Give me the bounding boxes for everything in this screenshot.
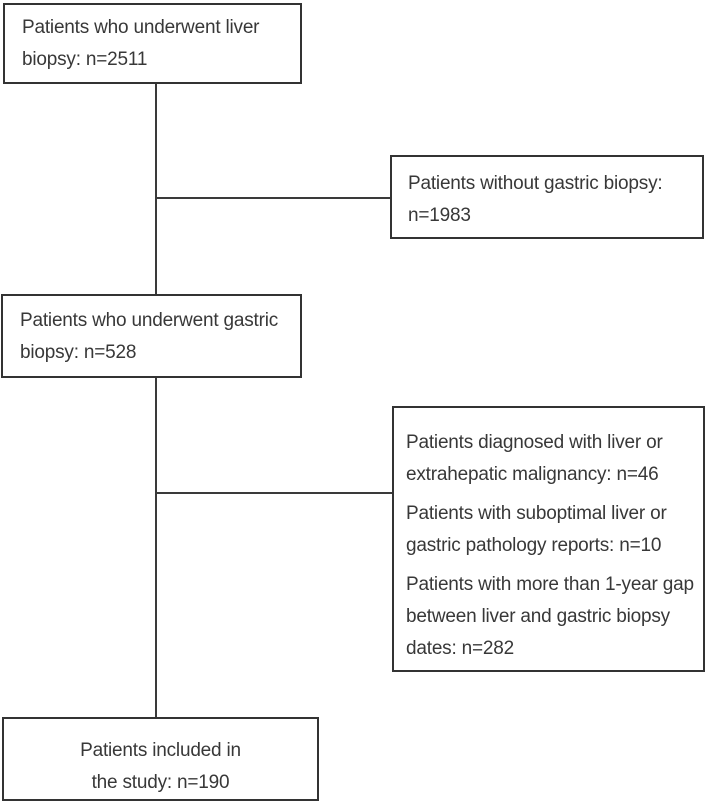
exclusion-one-year-gap-line-3: dates: n=282: [406, 638, 515, 659]
node-included-line-2: the study: n=190: [91, 772, 230, 793]
node-included-line-1: Patients included in: [80, 740, 241, 761]
node-gastric-biopsy-line-2: biopsy: n=528: [20, 342, 137, 363]
connector-branch-no-gastric-biopsy: [155, 197, 390, 199]
exclusion-one-year-gap-line-1: Patients with more than 1-year gap: [406, 574, 694, 595]
node-gastric-biopsy-line-1: Patients who underwent gastric: [20, 310, 279, 331]
node-liver-biopsy-line-2: biopsy: n=2511: [22, 49, 148, 70]
node-gastric-biopsy: Patients who underwent gastric biopsy: n…: [1, 294, 302, 378]
exclusion-one-year-gap-line-2: between liver and gastric biopsy: [406, 606, 670, 627]
exclusion-malignancy-line-1: Patients diagnosed with liver or: [406, 432, 663, 453]
exclusion-suboptimal-reports: Patients with suboptimal liver or gastri…: [406, 498, 703, 562]
node-no-gastric-biopsy: Patients without gastric biopsy: n=1983: [390, 155, 704, 239]
node-exclusions: Patients diagnosed with liver or extrahe…: [392, 406, 705, 672]
exclusion-malignancy: Patients diagnosed with liver or extrahe…: [406, 427, 703, 491]
exclusion-suboptimal-reports-line-1: Patients with suboptimal liver or: [406, 503, 667, 524]
node-no-gastric-biopsy-line-1: Patients without gastric biopsy:: [408, 173, 663, 194]
exclusion-suboptimal-reports-line-2: gastric pathology reports: n=10: [406, 535, 662, 556]
node-included-in-study: Patients included in the study: n=190: [2, 717, 319, 801]
node-liver-biopsy: Patients who underwent liver biopsy: n=2…: [3, 3, 302, 84]
connector-branch-exclusions: [155, 492, 392, 494]
exclusion-one-year-gap: Patients with more than 1-year gap betwe…: [406, 569, 703, 665]
exclusion-malignancy-line-2: extrahepatic malignancy: n=46: [406, 464, 659, 485]
node-no-gastric-biopsy-line-2: n=1983: [408, 205, 471, 226]
node-liver-biopsy-line-1: Patients who underwent liver: [22, 17, 260, 38]
connector-vertical-top: [155, 84, 157, 294]
connector-vertical-bottom: [155, 378, 157, 717]
